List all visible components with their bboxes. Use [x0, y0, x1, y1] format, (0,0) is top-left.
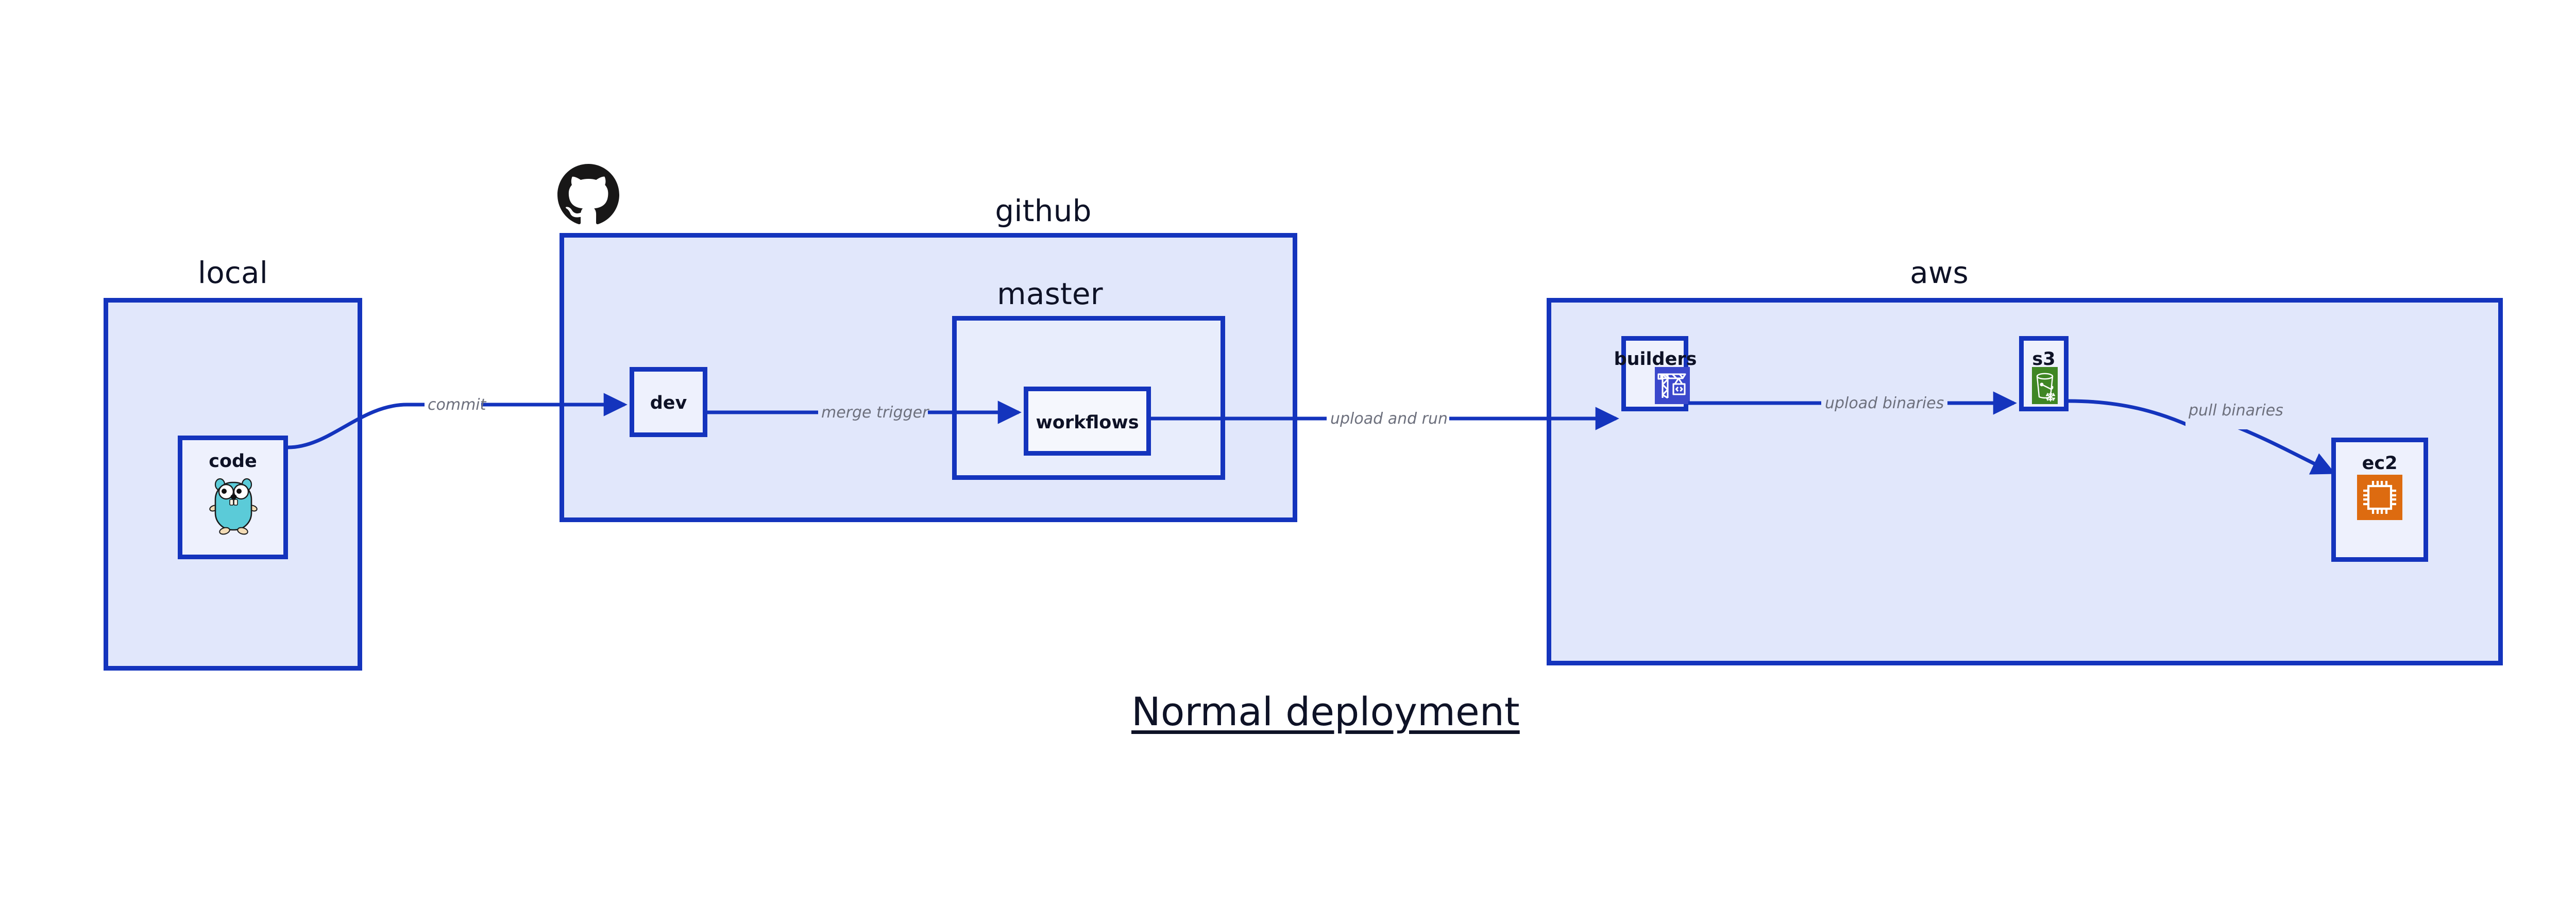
node-label-workflows: workflows [1036, 412, 1139, 433]
edge-label-pull-binaries: pull binaries [2189, 402, 2283, 420]
github-octocat-logo [557, 164, 619, 225]
node-dev[interactable] [630, 367, 707, 437]
aws-ec2-icon [2357, 475, 2402, 520]
group-label-master: master [997, 276, 1103, 311]
diagram-title: Normal deployment [1131, 689, 1520, 734]
edge-label-merge-trigger: merge trigger [821, 404, 929, 422]
node-workflows[interactable] [1024, 387, 1151, 456]
edge-label-upload-and-run: upload and run [1330, 410, 1448, 428]
aws-s3-glacier-icon [2032, 367, 2058, 404]
node-label-code: code [209, 451, 257, 472]
group-label-local: local [197, 255, 268, 290]
node-label-builders: builders [1614, 349, 1697, 370]
node-label-ec2: ec2 [2362, 453, 2398, 474]
node-label-s3: s3 [2032, 349, 2056, 370]
group-label-github: github [995, 193, 1092, 228]
edge-label-commit: commit [428, 396, 486, 414]
group-label-aws: aws [1910, 255, 1969, 290]
go-gopher-icon [209, 478, 258, 535]
node-label-dev: dev [650, 393, 687, 413]
aws-codebuild-icon [1655, 367, 1690, 404]
edge-label-upload-binaries: upload binaries [1825, 394, 1944, 412]
